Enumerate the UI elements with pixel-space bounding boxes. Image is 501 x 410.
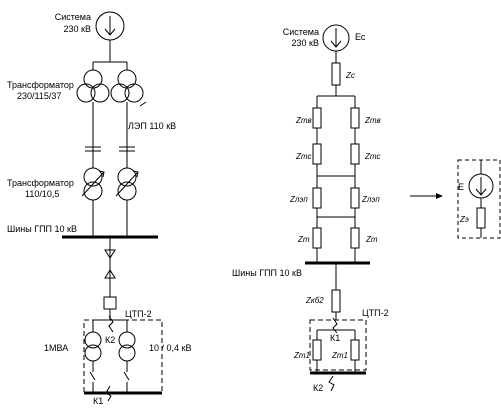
transformer-10-04-left [84,331,102,362]
right-k1-label: К1 [330,333,340,343]
single-line-schematic: Система 230 кВ Трансформатор 230/115/37 … [7,11,191,406]
right-system-kv: 230 кВ [292,38,319,48]
cable-termination-bottom [104,269,116,279]
transformer2-voltage: 110/10,5 [25,189,59,199]
line-110kv-label: ЛЭП 110 кВ [128,121,176,131]
zt1-label-left: Zт1 [293,351,310,360]
zt1-label-right: Zт1 [331,351,348,360]
zt1-resistor-right [350,339,360,361]
left-mva-label: 1МВА [44,343,68,353]
left-bus-label: Шины ГПП 10 кВ [7,224,77,234]
zlep-label-right: Zлэп [361,195,380,204]
equivalent-ze-label: Zэ [459,215,469,224]
right-ctp-label: ЦТП-2 [362,308,389,318]
ztv-resistor-left [312,107,322,129]
transformer1-voltage: 230/115/37 [17,91,61,101]
zc-resistor [331,62,341,86]
ztv-label-right: Zтв [364,116,381,125]
cable-termination-top [104,249,116,259]
equivalent-ze-resistor [476,207,486,229]
transformer-110-10-left [81,167,105,201]
ec-label: Ес [355,32,366,42]
ztv-label-left: Zтв [295,116,312,125]
ctp2-boundary [83,319,163,395]
zt-resistor-right [350,227,360,249]
left-ctp-label: ЦТП-2 [125,309,152,319]
zt-label-right: Zт [365,235,378,244]
three-winding-transformer-left [76,69,110,103]
equivalent-boundary [457,159,501,239]
zkb2-resistor [331,289,341,313]
three-winding-transformer-right [110,69,144,103]
k1-fault-arrow [105,385,112,402]
equivalent-e-label: E [458,182,464,192]
right-system-label: Система [283,27,319,37]
transformer1-label: Трансформатор [7,80,74,90]
left-system-label: Система [55,12,91,22]
ztc-label-left: Zтс [295,152,311,161]
left-system-kv: 230 кВ [64,24,91,34]
ztc-resistor-right [350,143,360,165]
zlep-resistor-left [312,187,322,209]
zkb2-label: Zкб2 [305,296,324,305]
left-k2-label: К2 [105,335,115,345]
equivalent-impedance-circuit: Система 230 кВ Ес Zc Zтв Zтв Zтс Zтс [232,24,389,393]
right-bus-label: Шины ГПП 10 кВ [232,268,302,278]
k2-fault-arrow [108,315,114,333]
left-04kv-label: 10 / 0,4 кВ [149,343,191,353]
transformer-110-10-right [115,167,139,201]
ztc-resistor-left [312,143,322,165]
ztc-label-right: Zтс [364,152,380,161]
zlep-resistor-right [350,187,360,209]
zt1-resistor-left [312,339,322,361]
simplified-equivalent: E Zэ [457,159,501,239]
transformer-10-04-right [118,331,136,362]
right-k2-label: К2 [313,383,323,393]
feeder-breaker [103,296,117,310]
zt-resistor-left [312,227,322,249]
ztv-resistor-right [350,107,360,129]
transformer2-label: Трансформатор [7,178,74,188]
zc-label: Zc [345,71,355,80]
zt-label-left: Zт [297,235,310,244]
left-k1-label: К1 [93,396,103,406]
right-k2-fault-arrow [328,375,335,392]
right-ctp2-boundary [309,319,367,371]
zlep-label-left: Zлэп [289,195,308,204]
